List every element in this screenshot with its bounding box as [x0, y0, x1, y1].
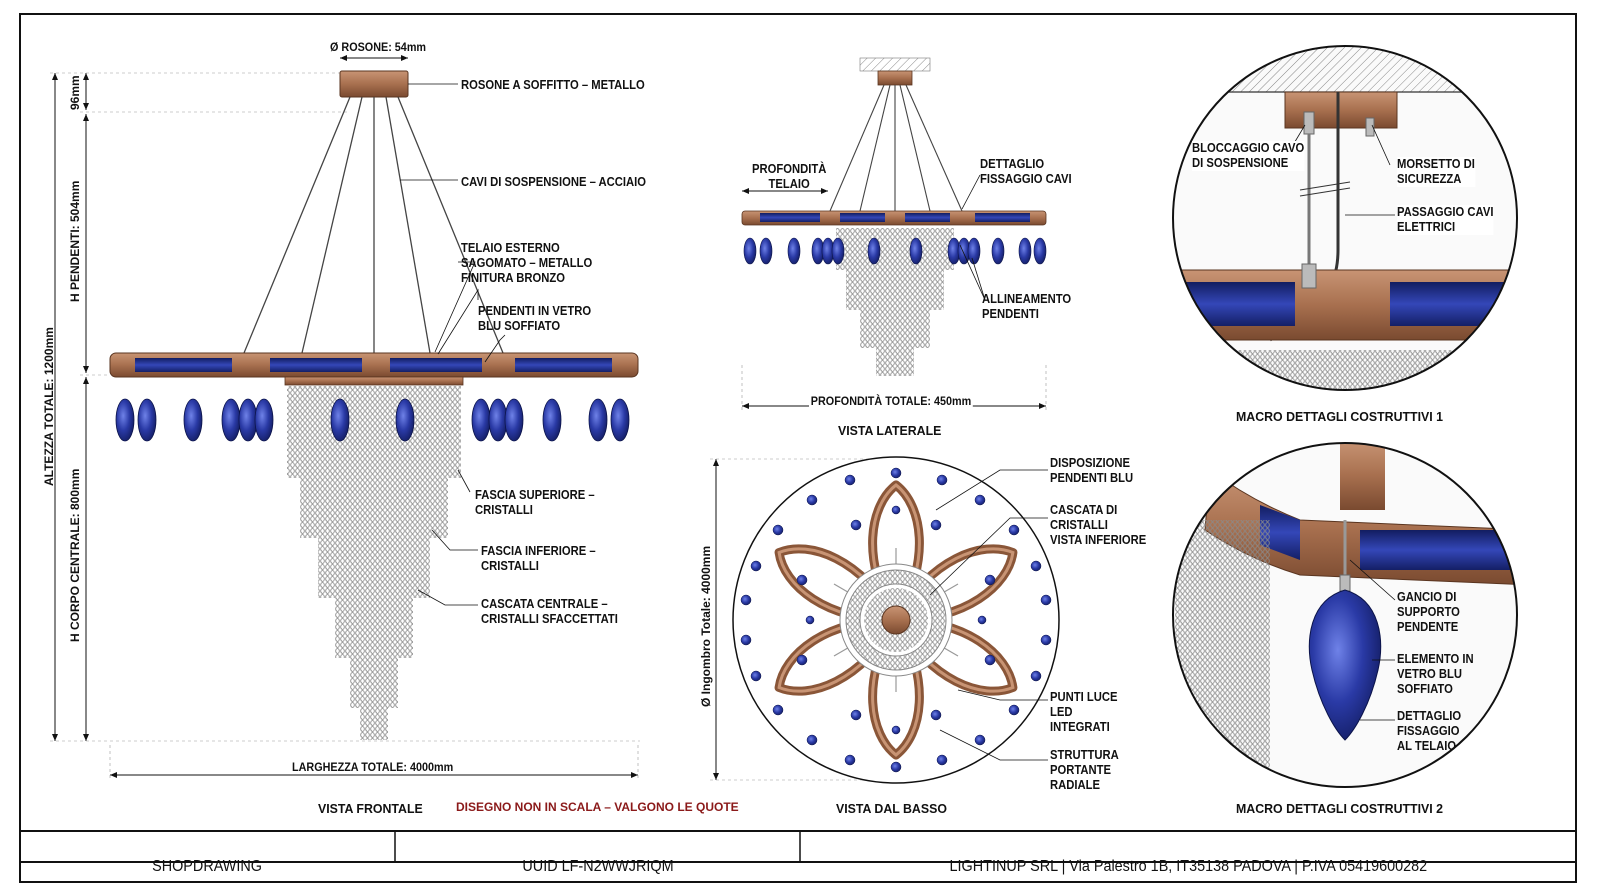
bottom-view-drawing	[710, 456, 1060, 784]
label-cascata-centrale: CASCATA CENTRALE – CRISTALLI SFACCETTATI	[481, 597, 618, 626]
title-block-uuid-text: UUID LF-N2WWJRIQM	[521, 857, 674, 875]
label-cavi: CAVI DI SOSPENSIONE – ACCIAIO	[461, 175, 647, 189]
scale-note: DISEGNO NON IN SCALA – VALGONO LE QUOTE	[456, 800, 739, 814]
label-bloccaggio-cavo: BLOCCAGGIO CAVO DI SOSPENSIONE	[1192, 141, 1305, 171]
h-corpo-dim: H CORPO CENTRALE: 800mm	[68, 468, 82, 642]
side-view-drawing	[741, 57, 1047, 412]
label-cascata-inferiore: CASCATA DI CRISTALLI VISTA INFERIORE	[1050, 503, 1147, 547]
label-morsetto: MORSETTO DI SICUREZZA	[1397, 157, 1475, 187]
label-elemento-vetro: ELEMENTO IN VETRO BLU SOFFIATO	[1397, 652, 1474, 696]
ingombro-dim: Ø Ingombro Totale: 4000mm	[699, 545, 713, 707]
sheet-border	[19, 13, 1577, 883]
label-struttura-portante: STRUTTURA PORTANTE RADIALE	[1050, 748, 1119, 792]
label-fascia-superiore: FASCIA SUPERIORE – CRISTALLI	[475, 488, 595, 517]
h-pendenti-dim: H PENDENTI: 504mm	[68, 180, 82, 302]
label-rosone: ROSONE A SOFFITTO – METALLO	[461, 78, 645, 92]
label-allineamento-pendenti: ALLINEAMENTO PENDENTI	[982, 292, 1072, 321]
label-gancio: GANCIO DI SUPPORTO PENDENTE	[1397, 590, 1460, 634]
title-block-type-text: SHOPDRAWING	[152, 857, 263, 875]
profondita-totale-dim: PROFONDITÀ TOTALE: 450mm	[809, 394, 974, 408]
label-telaio: TELAIO ESTERNO SAGOMATO – METALLO FINITU…	[461, 241, 593, 285]
title-block-type: SHOPDRAWING	[20, 851, 395, 882]
title-block-uuid: UUID LF-N2WWJRIQM	[395, 851, 800, 882]
label-fissaggio-cavi: DETTAGLIO FISSAGGIO CAVI	[980, 157, 1072, 186]
title-block-company: LIGHTINUP SRL | Via Palestro 1B, IT35138…	[800, 851, 1576, 882]
label-pendenti: PENDENTI IN VETRO BLU SOFFIATO	[478, 304, 592, 333]
rosone-diameter-dim: Ø ROSONE: 54mm	[330, 40, 427, 54]
label-fascia-inferiore: FASCIA INFERIORE – CRISTALLI	[481, 544, 596, 573]
label-fissaggio-telaio: DETTAGLIO FISSAGGIO AL TELAIO	[1397, 709, 1462, 753]
rosone-height-dim: 96mm	[68, 75, 82, 110]
label-profondita-telaio: PROFONDITÀ TELAIO	[752, 162, 827, 191]
title-block-company-text: LIGHTINUP SRL | Via Palestro 1B, IT35138…	[949, 857, 1427, 875]
front-view-title: VISTA FRONTALE	[318, 801, 423, 816]
detail-1-title: MACRO DETTAGLI COSTRUTTIVI 1	[1236, 409, 1443, 424]
label-punti-luce: PUNTI LUCE LED INTEGRATI	[1050, 690, 1118, 734]
label-disposizione-pendenti: DISPOSIZIONE PENDENTI BLU	[1050, 456, 1134, 485]
altezza-totale-dim: ALTEZZA TOTALE: 1200mm	[42, 327, 56, 486]
front-view-drawing	[50, 55, 640, 780]
bottom-view-title: VISTA DAL BASSO	[836, 801, 947, 816]
larghezza-totale-dim: LARGHEZZA TOTALE: 4000mm	[292, 760, 454, 774]
side-view-title: VISTA LATERALE	[838, 423, 942, 438]
label-passaggio-cavi: PASSAGGIO CAVI ELETTRICI	[1397, 205, 1494, 235]
title-block-frame	[20, 830, 1576, 863]
detail-2-drawing	[1172, 442, 1518, 788]
detail-2-title: MACRO DETTAGLI COSTRUTTIVI 2	[1236, 801, 1443, 816]
